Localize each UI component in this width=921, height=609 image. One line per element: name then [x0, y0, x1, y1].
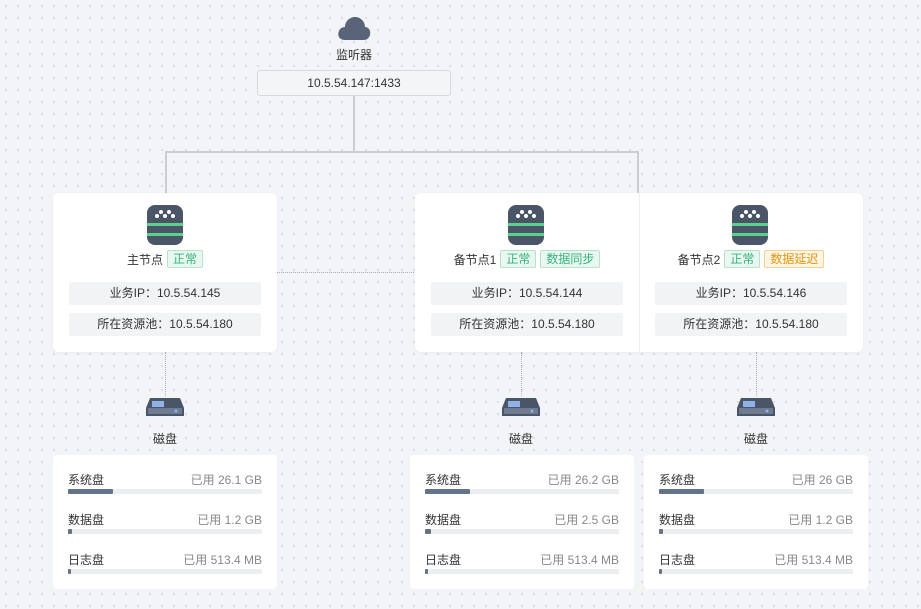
- disk-usage-card-standby-2: 系统盘 已用 26 GB 数据盘 已用 1.2 GB 日志盘 已用 513.4 …: [644, 455, 868, 589]
- usage-fill: [425, 569, 428, 574]
- business-ip: 业务IP：10.5.54.145: [69, 282, 261, 305]
- disk-icon: [737, 398, 775, 416]
- disk-name: 日志盘: [68, 553, 105, 567]
- disk-name: 系统盘: [659, 473, 696, 487]
- usage-bar: [425, 489, 619, 494]
- replication-link: [276, 272, 416, 273]
- usage-bar: [659, 529, 853, 534]
- standby-node-2[interactable]: 备节点2 正常 数据延迟 业务IP：10.5.54.146 所在资源池：10.5…: [639, 193, 863, 352]
- node-name: 主节点: [126, 252, 163, 267]
- standby-node-1[interactable]: 备节点1 正常 数据同步 业务IP：10.5.54.144 所在资源池：10.5…: [415, 193, 639, 352]
- disk-row-log: 日志盘 已用 513.4 MB: [68, 551, 262, 577]
- resource-pool: 所在资源池：10.5.54.180: [69, 313, 261, 336]
- status-badge: 正常: [724, 250, 761, 268]
- business-ip: 业务IP：10.5.54.146: [655, 282, 847, 305]
- disk-used: 已用 1.2 GB: [197, 513, 262, 527]
- disk-usage-card-primary: 系统盘 已用 26.1 GB 数据盘 已用 1.2 GB 日志盘 已用 513.…: [53, 455, 277, 589]
- disk-label: 磁盘: [152, 432, 177, 446]
- standby-group-card: 备节点1 正常 数据同步 业务IP：10.5.54.144 所在资源池：10.5…: [415, 193, 863, 352]
- standby-divider: [639, 193, 640, 352]
- usage-fill: [425, 489, 470, 494]
- node-name: 备节点2: [677, 252, 721, 267]
- disk-label: 磁盘: [743, 432, 768, 446]
- disk-name: 数据盘: [425, 513, 462, 527]
- disk-row-data: 数据盘 已用 1.2 GB: [68, 511, 262, 537]
- disk-connector-1: [165, 352, 166, 396]
- sync-badge: 数据同步: [540, 250, 601, 268]
- database-server-icon: [147, 205, 183, 245]
- cloud-icon: [338, 17, 371, 40]
- disk-row-system: 系统盘 已用 26.1 GB: [68, 471, 262, 497]
- disk-row-data: 数据盘 已用 1.2 GB: [659, 511, 853, 537]
- database-server-icon: [732, 205, 768, 245]
- listener-connector-vertical: [353, 96, 355, 152]
- disk-connector-3: [756, 352, 757, 396]
- disk-row-log: 日志盘 已用 513.4 MB: [425, 551, 619, 577]
- disk-used: 已用 513.4 MB: [540, 553, 619, 567]
- usage-fill: [659, 489, 704, 494]
- disk-name: 系统盘: [68, 473, 105, 487]
- disk-used: 已用 2.5 GB: [554, 513, 619, 527]
- usage-fill: [659, 569, 662, 574]
- usage-fill: [68, 569, 71, 574]
- disk-used: 已用 26 GB: [791, 473, 853, 487]
- business-ip: 业务IP：10.5.54.144: [431, 282, 623, 305]
- usage-fill: [659, 529, 663, 534]
- disk-used: 已用 1.2 GB: [788, 513, 853, 527]
- status-badge: 正常: [500, 250, 537, 268]
- usage-bar: [68, 529, 262, 534]
- connector-primary: [165, 151, 167, 193]
- disk-row-system: 系统盘 已用 26 GB: [659, 471, 853, 497]
- disk-row-data: 数据盘 已用 2.5 GB: [425, 511, 619, 537]
- usage-bar: [68, 569, 262, 574]
- usage-bar: [659, 489, 853, 494]
- disk-usage-card-standby-1: 系统盘 已用 26.2 GB 数据盘 已用 2.5 GB 日志盘 已用 513.…: [410, 455, 634, 589]
- node-title-row: 主节点 正常: [53, 250, 277, 268]
- status-badge: 正常: [167, 250, 204, 268]
- usage-bar: [68, 489, 262, 494]
- disk-icon: [502, 398, 540, 416]
- node-name: 备节点1: [453, 252, 497, 267]
- disk-name: 日志盘: [425, 553, 462, 567]
- disk-row-system: 系统盘 已用 26.2 GB: [425, 471, 619, 497]
- usage-bar: [425, 569, 619, 574]
- listener-connector-horizontal: [165, 151, 639, 153]
- disk-connector-2: [521, 352, 522, 396]
- usage-fill: [68, 529, 72, 534]
- usage-bar: [659, 569, 853, 574]
- usage-fill: [425, 529, 431, 534]
- disk-used: 已用 26.2 GB: [547, 473, 619, 487]
- resource-pool: 所在资源池：10.5.54.180: [655, 313, 847, 336]
- node-title-row: 备节点2 正常 数据延迟: [639, 250, 863, 268]
- usage-bar: [425, 529, 619, 534]
- resource-pool: 所在资源池：10.5.54.180: [431, 313, 623, 336]
- disk-name: 数据盘: [659, 513, 696, 527]
- listener-address[interactable]: 10.5.54.147:1433: [257, 70, 451, 96]
- disk-used: 已用 513.4 MB: [183, 553, 262, 567]
- delay-badge: 数据延迟: [764, 250, 825, 268]
- usage-fill: [68, 489, 113, 494]
- disk-icon: [146, 398, 184, 416]
- database-server-icon: [508, 205, 544, 245]
- disk-name: 系统盘: [425, 473, 462, 487]
- disk-label: 磁盘: [508, 432, 533, 446]
- node-title-row: 备节点1 正常 数据同步: [415, 250, 639, 268]
- disk-name: 日志盘: [659, 553, 696, 567]
- listener-label: 监听器: [335, 48, 372, 62]
- connector-standby: [637, 151, 639, 193]
- disk-used: 已用 513.4 MB: [774, 553, 853, 567]
- disk-name: 数据盘: [68, 513, 105, 527]
- primary-node-card[interactable]: 主节点 正常 业务IP：10.5.54.145 所在资源池：10.5.54.18…: [53, 193, 277, 352]
- disk-used: 已用 26.1 GB: [190, 473, 262, 487]
- disk-row-log: 日志盘 已用 513.4 MB: [659, 551, 853, 577]
